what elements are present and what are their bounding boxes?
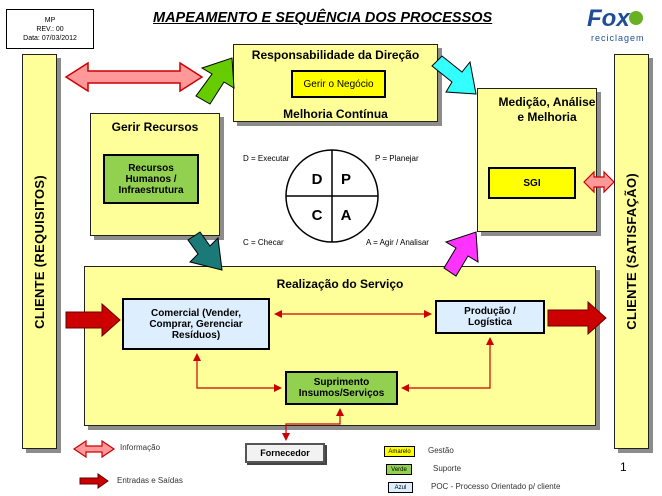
- comercial-box: Comercial (Vender, Comprar, Gerenciar Re…: [122, 298, 270, 350]
- pdca-label-d: D = Executar: [243, 154, 290, 163]
- pdca-d: D: [312, 171, 323, 188]
- cycle-arrow-cyan: [431, 55, 477, 95]
- doc-info-box: MP REV.: 00 Data: 07/03/2012: [6, 9, 94, 49]
- logo-mark: [629, 11, 643, 25]
- fornecedor-box: Fornecedor: [245, 443, 325, 463]
- sgi-label: SGI: [523, 177, 541, 189]
- gerir-recursos-title: Gerir Recursos: [111, 120, 199, 134]
- legend-azul-text: POC - Processo Orientado p/ cliente: [431, 482, 561, 491]
- legend-entradas-text: Entradas e Saídas: [117, 476, 183, 485]
- doc-revision: REV.: 00: [36, 25, 64, 33]
- fox-logo: Fox reciclagem: [585, 5, 657, 45]
- legend-verde-tag: Verde: [386, 464, 412, 475]
- gerir-negocio-box: Gerir o Negócio: [291, 70, 386, 98]
- cycle-arrow-magenta: [443, 231, 479, 277]
- producao-suprimento-connector: [401, 337, 494, 392]
- recursos-humanos-label: Recursos Humanos / Infraestrutura: [118, 162, 184, 196]
- legend-azul-tag: Azul: [388, 482, 413, 493]
- recursos-humanos-box: Recursos Humanos / Infraestrutura: [103, 154, 199, 204]
- comercial-label: Comercial (Vender, Comprar, Gerenciar Re…: [149, 307, 243, 341]
- legend-amarelo-tag: Amarelo: [384, 446, 415, 457]
- cycle-arrow-teal: [187, 231, 223, 271]
- direcao-box: Responsabilidade da Direção Gerir o Negó…: [233, 44, 438, 122]
- doc-code: MP: [44, 16, 56, 24]
- legend-azul-tag-label: Azul: [394, 484, 407, 491]
- legend-verde-tag-label: Verde: [391, 466, 407, 473]
- fornecedor-label: Fornecedor: [260, 448, 310, 458]
- client-requirements-column: CLIENTE (REQUISITOS): [22, 54, 57, 449]
- legend-verde-text: Suporte: [433, 464, 462, 473]
- suprimento-label: Suprimento Insumos/Serviços: [298, 377, 385, 399]
- output-arrow: [547, 300, 607, 336]
- doc-date: Data: 07/03/2012: [23, 34, 77, 42]
- legend-amarelo-tag-label: Amarelo: [388, 448, 411, 455]
- producao-box: Produção / Logística: [435, 300, 545, 334]
- logo-tagline: reciclagem: [591, 33, 645, 43]
- pdca-c: C: [312, 207, 323, 224]
- gerir-negocio-label: Gerir o Negócio: [303, 78, 374, 90]
- logo-name: Fox: [587, 5, 630, 32]
- information-arrow-top: [64, 61, 204, 93]
- pdca-label-c: C = Checar: [243, 238, 284, 247]
- producao-label: Produção / Logística: [464, 306, 516, 328]
- legend-entradas-icon: [79, 473, 109, 489]
- legend-informacao-text: Informação: [120, 443, 161, 452]
- pdca-label-p: P = Planejar: [375, 154, 419, 163]
- direcao-title: Responsabilidade da Direção: [251, 48, 420, 62]
- legend-amarelo-text: Gestão: [428, 446, 454, 455]
- realizacao-title: Realização do Serviço: [276, 277, 404, 291]
- input-arrow: [65, 302, 121, 338]
- melhoria-continua-label: Melhoria Contínua: [283, 107, 388, 121]
- comercial-suprimento-connector: [193, 353, 282, 392]
- page-number: 1: [620, 460, 627, 474]
- suprimento-box: Suprimento Insumos/Serviços: [285, 371, 398, 405]
- medicao-title: Medição, Análise e Melhoria: [498, 95, 596, 124]
- medicao-box: Medição, Análise e Melhoria SGI: [477, 88, 597, 232]
- pdca-circle: D P C A: [285, 149, 379, 243]
- gerir-recursos-box: Gerir Recursos Recursos Humanos / Infrae…: [90, 113, 220, 236]
- pdca-p: P: [341, 171, 351, 188]
- client-satisfaction-column: CLIENTE (SATISFAÇÃO): [614, 54, 649, 449]
- legend-information-icon: [72, 439, 116, 459]
- pdca-a: A: [341, 207, 352, 224]
- page-title: MAPEAMENTO E SEQUÊNCIA DOS PROCESSOS: [153, 10, 493, 26]
- pdca-label-a: A = Agir / Analisar: [366, 238, 429, 247]
- cycle-arrow-green: [195, 57, 235, 105]
- suprimento-fornecedor-connector: [282, 408, 344, 441]
- sgi-box: SGI: [488, 167, 576, 199]
- information-arrow-sgi: [583, 170, 615, 194]
